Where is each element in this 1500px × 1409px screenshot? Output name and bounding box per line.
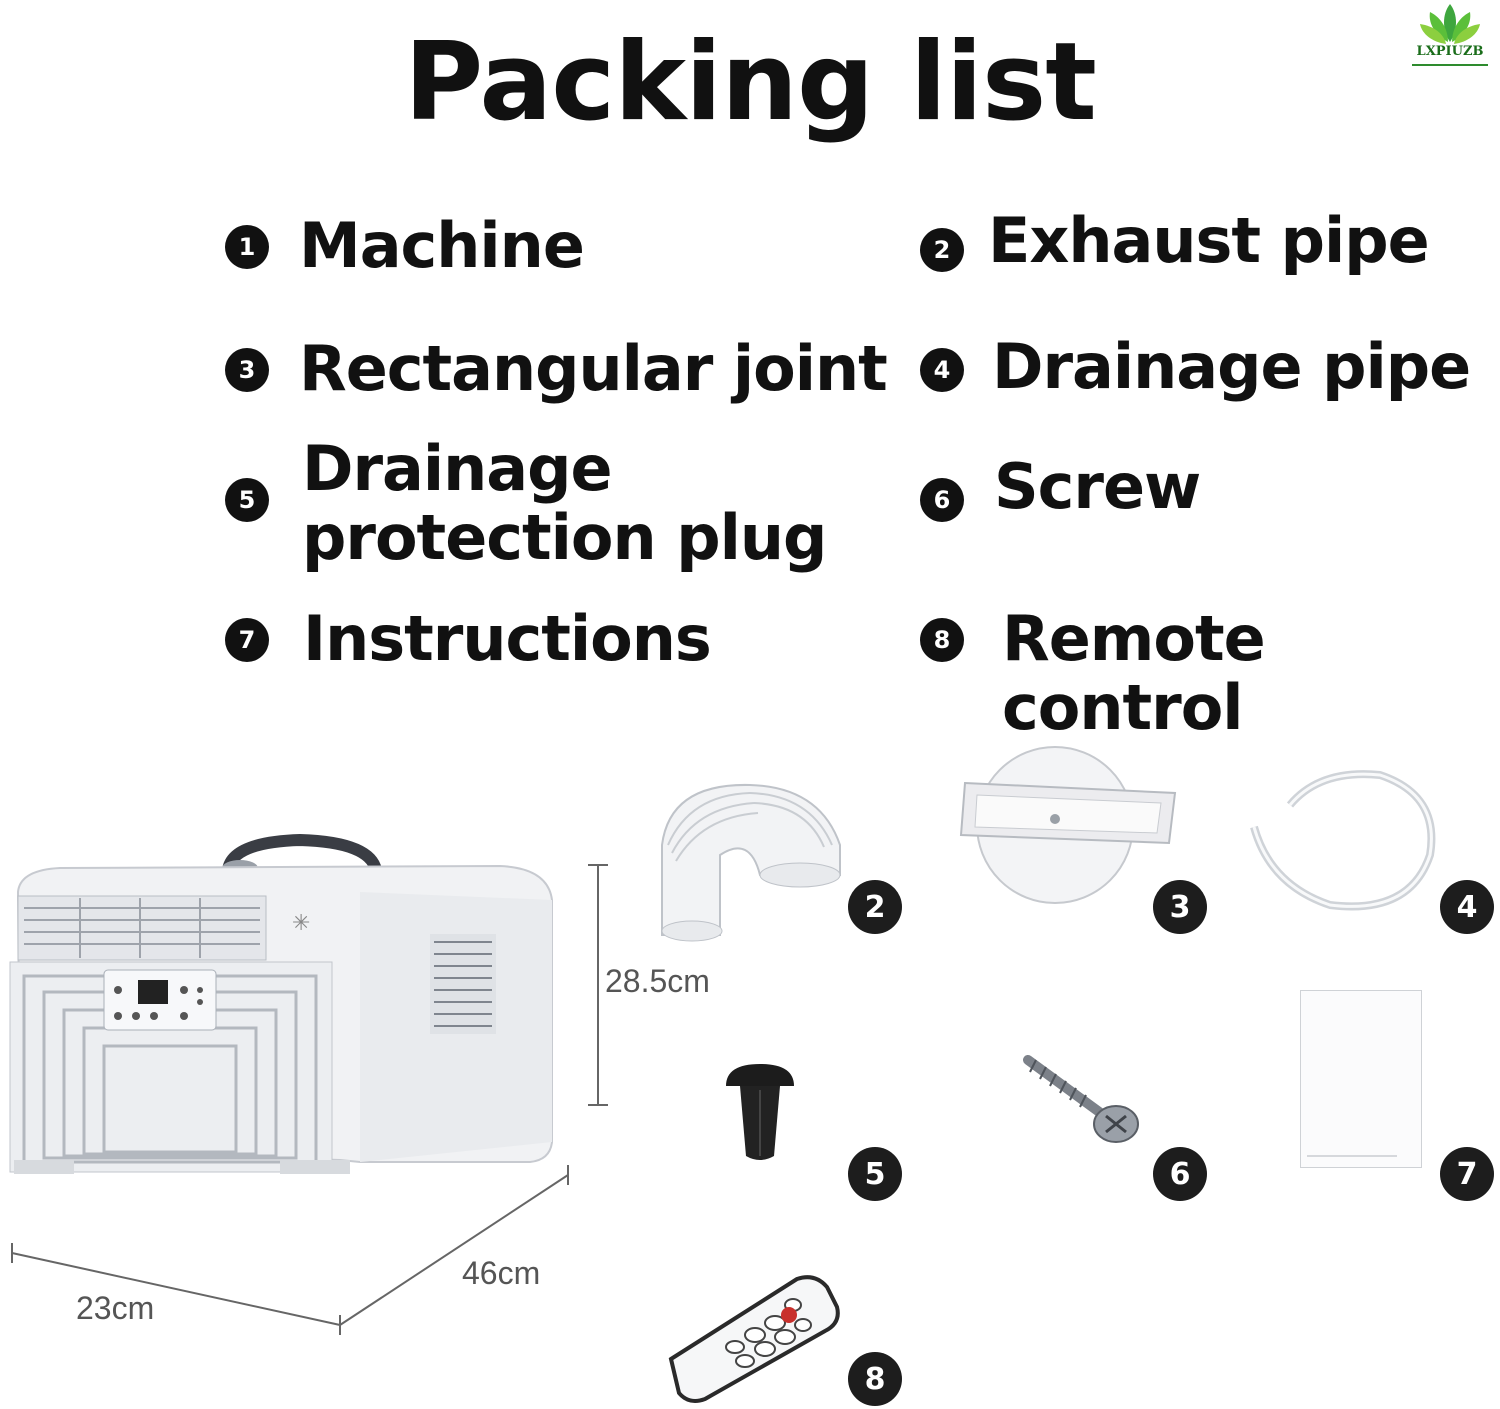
list-item-instructions: 7 Instructions xyxy=(225,604,712,673)
item-label: Remote control xyxy=(1002,602,1266,745)
item-label: Instructions xyxy=(303,602,712,675)
item-number-badge: 5 xyxy=(225,478,269,522)
booklet-text-line xyxy=(1307,1155,1397,1157)
photo-badge-screw: 6 xyxy=(1153,1147,1207,1201)
list-item-screw: 6 Screw xyxy=(920,452,1201,522)
depth-dimension-label: 23cm xyxy=(76,1290,155,1326)
photo-badge-remote-control: 8 xyxy=(848,1352,902,1406)
photo-badge-drainage-pipe: 4 xyxy=(1440,880,1494,934)
item-number-badge: 1 xyxy=(225,225,269,269)
logo-underline xyxy=(1412,64,1488,66)
exhaust-pipe-image xyxy=(661,783,841,942)
item-label: Exhaust pipe xyxy=(988,204,1430,277)
item-number-badge: 2 xyxy=(920,228,964,272)
leaf-icon xyxy=(1420,4,1480,44)
page-title: Packing list xyxy=(404,20,1097,145)
svg-text:✳: ✳ xyxy=(292,911,310,936)
item-number-badge: 8 xyxy=(920,618,964,662)
item-label: Drainage protection plug xyxy=(302,432,827,575)
item-label: Rectangular joint xyxy=(299,332,888,405)
list-item-drainage-protection-plug: 5 xyxy=(225,478,269,522)
air-conditioner-image: ✳ xyxy=(9,833,553,1174)
photo-badge-instructions: 7 xyxy=(1440,1147,1494,1201)
photo-badge-drainage-plug: 5 xyxy=(848,1147,902,1201)
remote-control-image xyxy=(668,1275,840,1403)
item-number-badge: 4 xyxy=(920,348,964,392)
logo-text: LXPIUZB xyxy=(1416,44,1484,59)
height-dimension-label: 28.5cm xyxy=(605,963,710,999)
item-number-badge: 7 xyxy=(225,618,269,662)
screw-image xyxy=(1023,1055,1139,1143)
list-item-drainage-pipe: 4 Drainage pipe xyxy=(920,332,1471,401)
item-label: Drainage pipe xyxy=(992,330,1471,403)
item-number-badge: 6 xyxy=(920,478,964,522)
drainage-pipe-image xyxy=(1250,770,1436,911)
item-label: Machine xyxy=(299,209,585,282)
list-item-machine: 1 Machine xyxy=(225,211,585,280)
width-dimension-label: 46cm xyxy=(462,1255,541,1291)
photo-badge-rectangular-joint: 3 xyxy=(1153,880,1207,934)
photo-badge-exhaust-pipe: 2 xyxy=(848,880,902,934)
instructions-booklet-image xyxy=(1300,990,1422,1168)
list-item-exhaust-pipe: 2 Exhaust pipe xyxy=(920,206,1430,275)
item-number-badge: 3 xyxy=(225,348,269,392)
rectangular-joint-image xyxy=(959,746,1177,904)
dimension-lines xyxy=(11,864,608,1335)
list-item-remote-control: 8 Remote control xyxy=(920,604,1500,743)
item-label: Screw xyxy=(994,450,1201,523)
brand-logo: LXPIUZB xyxy=(1402,2,1498,78)
list-item-rectangular-joint: 3 Rectangular joint xyxy=(225,334,888,403)
drainage-plug-image xyxy=(726,1064,794,1160)
